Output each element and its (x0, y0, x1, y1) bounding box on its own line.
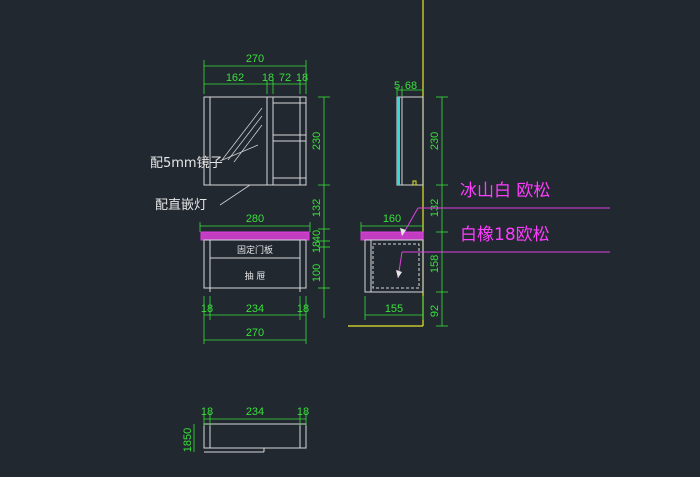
dim-lower-overall: 270 (246, 327, 264, 339)
light-note: 配直嵌灯 (155, 198, 207, 213)
dim-plan-seg-3: 18 (297, 406, 309, 418)
side-top-dims (396, 86, 423, 96)
counter-dims (199, 222, 311, 232)
dim-front-h-40: 40 (311, 230, 323, 242)
dim-front-h-18: 18 (311, 241, 323, 253)
dim-front-h-230: 230 (311, 132, 323, 150)
drawer-label: 抽 屉 (245, 270, 266, 282)
side-countertop (360, 231, 424, 241)
front-right-dim-lines (318, 96, 330, 318)
dim-upper-seg-1: 162 (226, 72, 244, 84)
dim-side-h-158: 158 (429, 255, 441, 273)
lower-bottom-dims (203, 296, 307, 344)
upper-dimension-lines (203, 60, 307, 94)
dim-plan-seg-2: 234 (246, 406, 264, 418)
dim-side-h-230: 230 (429, 132, 441, 150)
dim-upper-seg-4: 18 (296, 72, 308, 84)
mirror-edge (397, 97, 400, 185)
side-lower-cabinet (364, 239, 424, 293)
light-fixture (412, 180, 417, 186)
material-top-label: 冰山白 欧松 (460, 181, 550, 201)
dim-plan-depth: 1850 (182, 428, 194, 452)
side-depth-dims (360, 222, 424, 320)
dim-side-h-92: 92 (429, 305, 441, 317)
dim-front-h-100: 100 (311, 264, 323, 282)
plan-dims (193, 412, 307, 452)
wall-line (348, 0, 424, 327)
dim-lower-seg-2: 234 (246, 303, 264, 315)
material-arrowheads (396, 228, 406, 278)
countertop (200, 231, 310, 241)
fixed-panel-label: 固定门板 (237, 244, 273, 256)
dim-side-depth-lower: 155 (385, 303, 403, 315)
side-right-dim-lines (436, 96, 448, 327)
dim-upper-seg-2: 18 (262, 72, 274, 84)
dim-side-top-5: 5 (394, 80, 400, 92)
dim-counter-width: 280 (246, 213, 264, 225)
dim-plan-seg-1: 18 (201, 406, 213, 418)
dim-lower-seg-3: 18 (297, 303, 309, 315)
front-upper-cabinet (203, 96, 307, 186)
lower-cabinet (203, 239, 307, 292)
annotation-leaders (219, 144, 259, 206)
dim-front-h-132: 132 (311, 199, 323, 217)
material-bottom-label: 白橡18欧松 (460, 225, 550, 245)
dim-side-depth-upper: 160 (383, 213, 401, 225)
dim-upper-overall: 270 (246, 53, 264, 65)
side-upper-cabinet (396, 96, 424, 186)
mirror-hatch (221, 107, 263, 163)
dim-lower-seg-1: 18 (201, 303, 213, 315)
mirror-note: 配5mm镜子 (150, 156, 223, 171)
dim-upper-seg-3: 72 (279, 72, 291, 84)
dim-side-top-68: 68 (405, 80, 417, 92)
plan-view (203, 423, 307, 453)
